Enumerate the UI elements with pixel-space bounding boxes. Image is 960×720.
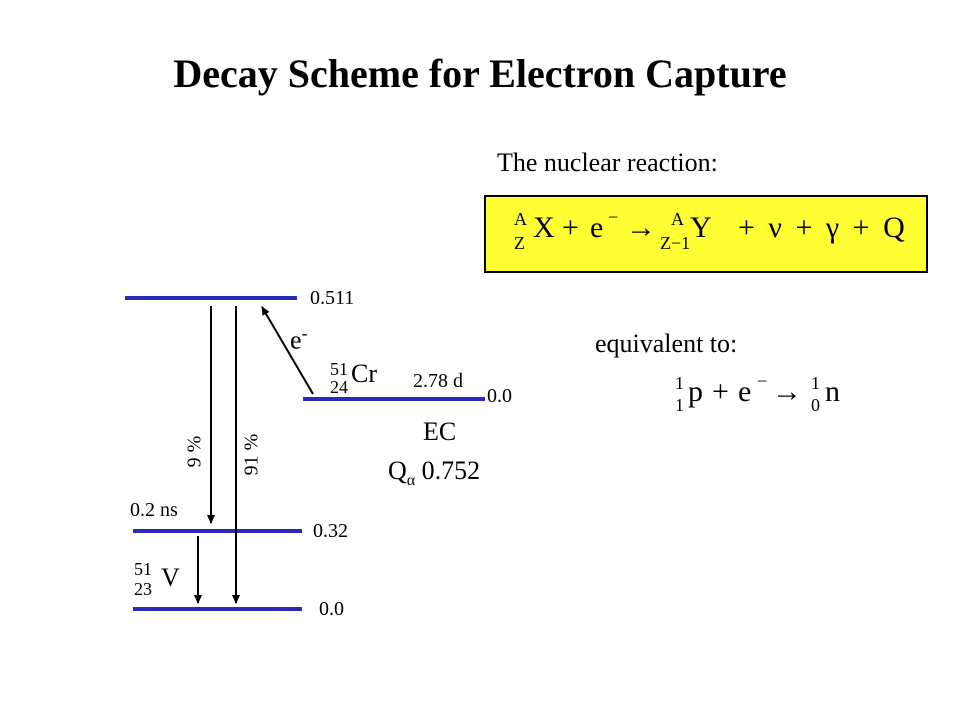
energy-bottom: 0.0 xyxy=(319,598,344,620)
energy-cr: 0.0 xyxy=(487,385,512,407)
equivalent-label: equivalent to: xyxy=(595,329,738,358)
q-value-label: Qα 0.752 xyxy=(388,456,481,490)
energy-mid: 0.32 xyxy=(313,520,348,542)
half-life-cr: 2.78 d xyxy=(413,370,463,392)
equivalent-equation: 1 1 p + e − → 1 0 n xyxy=(675,371,840,415)
page-title: Decay Scheme for Electron Capture xyxy=(173,51,787,96)
nuclide-cr: 51 24 Cr xyxy=(330,359,377,397)
energy-top: 0.511 xyxy=(310,287,355,309)
half-life-mid: 0.2 ns xyxy=(130,499,178,521)
nuclide-v: 51 23 V xyxy=(134,559,180,599)
arrow-electron-capture xyxy=(261,306,314,395)
electron-label: e- xyxy=(290,323,308,355)
reaction-equation: A Z X + e − → A Z−1 Y + ν + γ + Q xyxy=(514,207,908,253)
ec-label: EC xyxy=(423,417,457,446)
branch-9-percent: 9 % xyxy=(183,435,206,468)
branch-91-percent: 91 % xyxy=(240,433,263,476)
reaction-equation-box: A Z X + e − → A Z−1 Y + ν + γ + Q xyxy=(484,195,928,273)
reaction-label: The nuclear reaction: xyxy=(497,148,718,177)
